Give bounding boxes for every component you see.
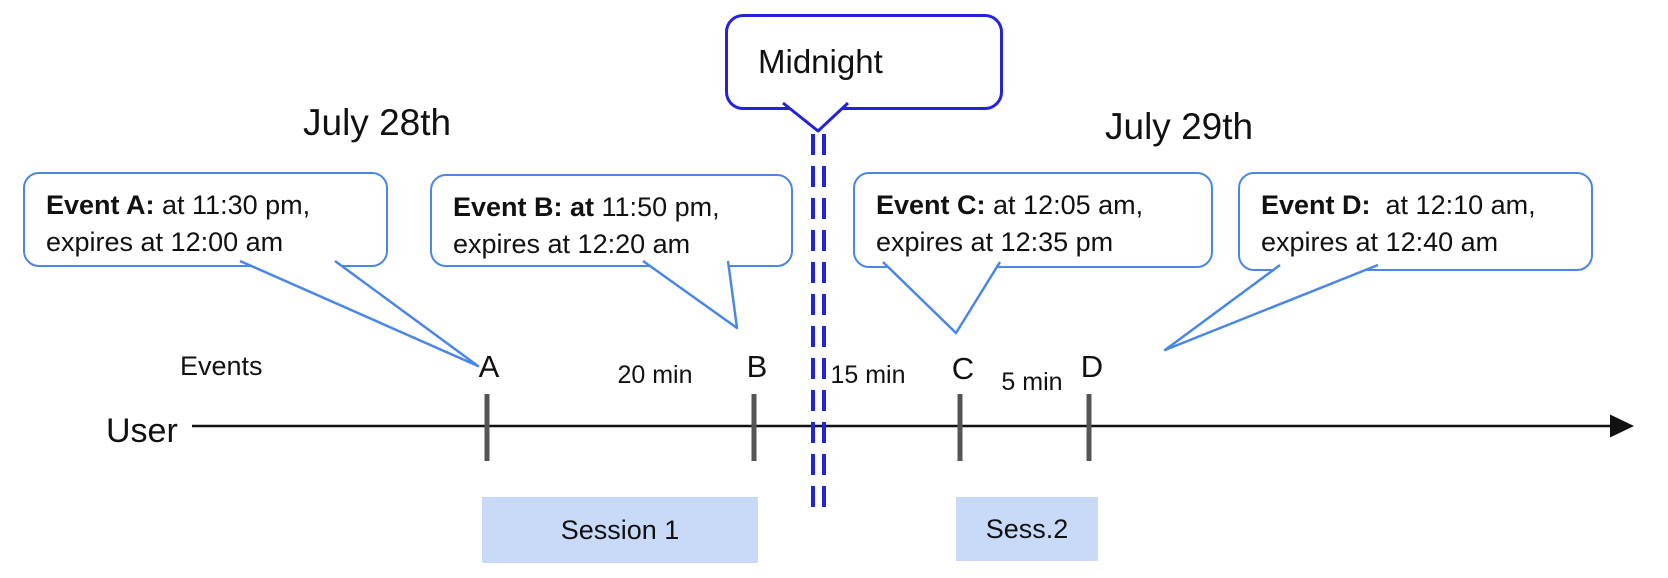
gap-label-5-min: 5 min — [1001, 368, 1063, 396]
tick-label-a: A — [478, 349, 500, 384]
event-c-callout-tail — [882, 261, 1002, 335]
date-title-july-28: July 28th — [303, 102, 452, 143]
event-c-time: at 12:05 am, — [985, 190, 1144, 220]
event-b-time: 11:50 pm, — [594, 192, 720, 222]
date-title-july-29: July 29th — [1105, 106, 1254, 147]
user-axis-label: User — [106, 412, 178, 450]
event-a-expiry: expires at 12:00 am — [46, 227, 284, 257]
tick-label-b: B — [746, 349, 768, 384]
event-d-expiry: expires at 12:40 am — [1261, 227, 1499, 257]
event-b-callout: Event B: at 11:50 pm, expires at 12:20 am — [430, 174, 793, 267]
midnight-label: Midnight — [758, 43, 883, 80]
timeline-arrowhead — [1610, 414, 1634, 438]
event-a-callout-tail — [239, 259, 480, 368]
session-1-label: Session 1 — [560, 514, 680, 545]
event-a-title: Event A: — [46, 190, 155, 220]
session-2-box: Sess.2 — [956, 497, 1098, 561]
gap-label-20-min: 20 min — [617, 361, 693, 389]
event-b-text: Event B: at 11:50 pm, expires at 12:20 am — [432, 176, 791, 263]
event-a-time: at 11:30 pm, — [154, 190, 311, 220]
event-b-title: Event B: at — [453, 192, 595, 222]
midnight-callout: Midnight — [725, 14, 1003, 110]
tick-label-c: C — [951, 351, 975, 386]
event-c-callout: Event C: at 12:05 am, expires at 12:35 pm — [853, 172, 1213, 268]
events-axis-label: Events — [180, 351, 263, 381]
event-d-callout-tail — [1163, 263, 1379, 352]
event-c-title: Event C: — [876, 190, 986, 220]
session-1-box: Session 1 — [482, 497, 758, 563]
event-a-callout: Event A: at 11:30 pm, expires at 12:00 am — [23, 172, 388, 267]
event-a-text: Event A: at 11:30 pm, expires at 12:00 am — [25, 174, 386, 261]
session-2-label: Sess.2 — [985, 513, 1069, 544]
event-d-time: at 12:10 am, — [1370, 190, 1536, 220]
gap-label-15-min: 15 min — [830, 361, 906, 389]
event-d-text: Event D: at 12:10 am, expires at 12:40 am — [1240, 174, 1591, 261]
event-b-callout-tail — [642, 259, 739, 330]
event-c-text: Event C: at 12:05 am, expires at 12:35 pm — [855, 174, 1211, 261]
event-d-callout: Event D: at 12:10 am, expires at 12:40 am — [1238, 172, 1593, 271]
event-d-title: Event D: — [1261, 190, 1371, 220]
event-c-expiry: expires at 12:35 pm — [876, 227, 1114, 257]
tick-label-d: D — [1080, 349, 1104, 384]
event-b-expiry: expires at 12:20 am — [453, 229, 691, 259]
